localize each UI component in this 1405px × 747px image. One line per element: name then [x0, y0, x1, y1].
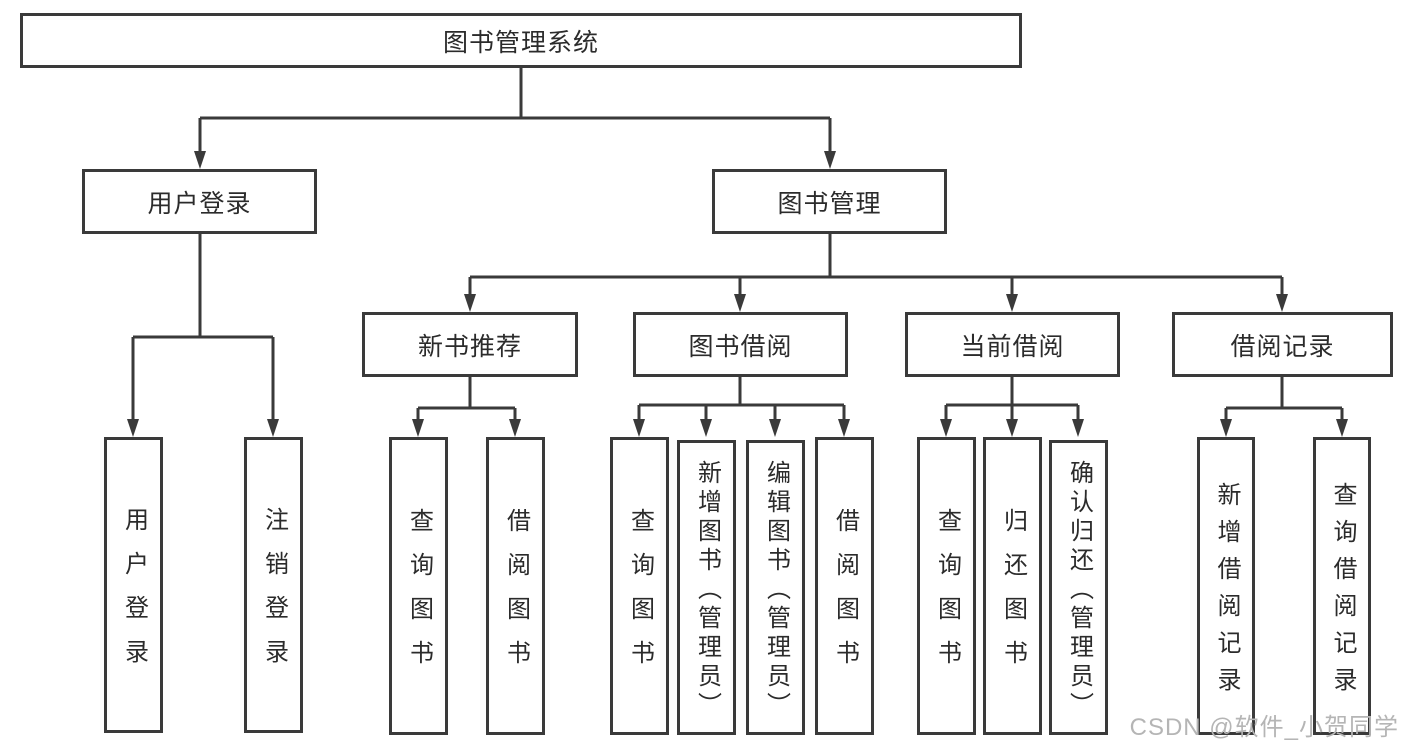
node-book-borrow: 图书借阅	[633, 312, 848, 377]
leaf-logout: 注销登录	[244, 437, 303, 733]
leaf-label: 查询图书	[626, 508, 654, 684]
leaf-label: 借阅图书	[502, 508, 530, 684]
leaf-edit-book-admin: 编辑图书（管理员）	[746, 440, 805, 735]
node-label: 借阅记录	[1230, 332, 1335, 361]
node-label: 用户登录	[147, 189, 252, 218]
node-book-management: 图书管理	[712, 169, 947, 234]
node-user-login: 用户登录	[82, 169, 317, 234]
leaf-confirm-return-admin: 确认归还（管理员）	[1049, 440, 1108, 735]
leaf-query-books-2: 查询图书	[610, 437, 669, 735]
leaf-user-login: 用户登录	[104, 437, 163, 733]
leaf-query-books-1: 查询图书	[389, 437, 448, 735]
leaf-query-borrow-record: 查询借阅记录	[1313, 437, 1371, 735]
leaf-label: 注销登录	[260, 507, 288, 683]
leaf-add-book-admin: 新增图书（管理员）	[677, 440, 736, 735]
node-label: 当前借阅	[960, 332, 1065, 361]
leaf-label: 借阅图书	[831, 508, 859, 684]
leaf-label: 新增借阅记录	[1213, 481, 1240, 704]
leaf-borrow-books-1: 借阅图书	[486, 437, 545, 735]
leaf-label: 确认归还（管理员）	[1065, 459, 1093, 721]
node-root-system: 图书管理系统	[20, 13, 1022, 68]
node-current-borrow: 当前借阅	[905, 312, 1120, 377]
leaf-label: 查询图书	[405, 508, 433, 684]
leaf-label: 查询借阅记录	[1329, 481, 1356, 704]
leaf-return-books: 归还图书	[983, 437, 1042, 735]
leaf-label: 用户登录	[120, 507, 148, 683]
leaf-borrow-books-2: 借阅图书	[815, 437, 874, 735]
leaf-label: 新增图书（管理员）	[693, 459, 721, 721]
leaf-label: 查询图书	[933, 508, 961, 684]
leaf-label: 归还图书	[999, 508, 1027, 684]
leaf-label: 编辑图书（管理员）	[762, 459, 790, 721]
leaf-add-borrow-record: 新增借阅记录	[1197, 437, 1255, 735]
node-label: 图书借阅	[688, 332, 793, 361]
node-label: 图书管理系统	[442, 28, 599, 57]
node-borrow-records: 借阅记录	[1172, 312, 1393, 377]
csdn-watermark: CSDN @软件_小贺同学	[1129, 714, 1399, 741]
leaf-query-books-3: 查询图书	[917, 437, 976, 735]
node-new-book-recommend: 新书推荐	[362, 312, 578, 377]
node-label: 图书管理	[777, 189, 882, 218]
node-label: 新书推荐	[417, 332, 522, 361]
